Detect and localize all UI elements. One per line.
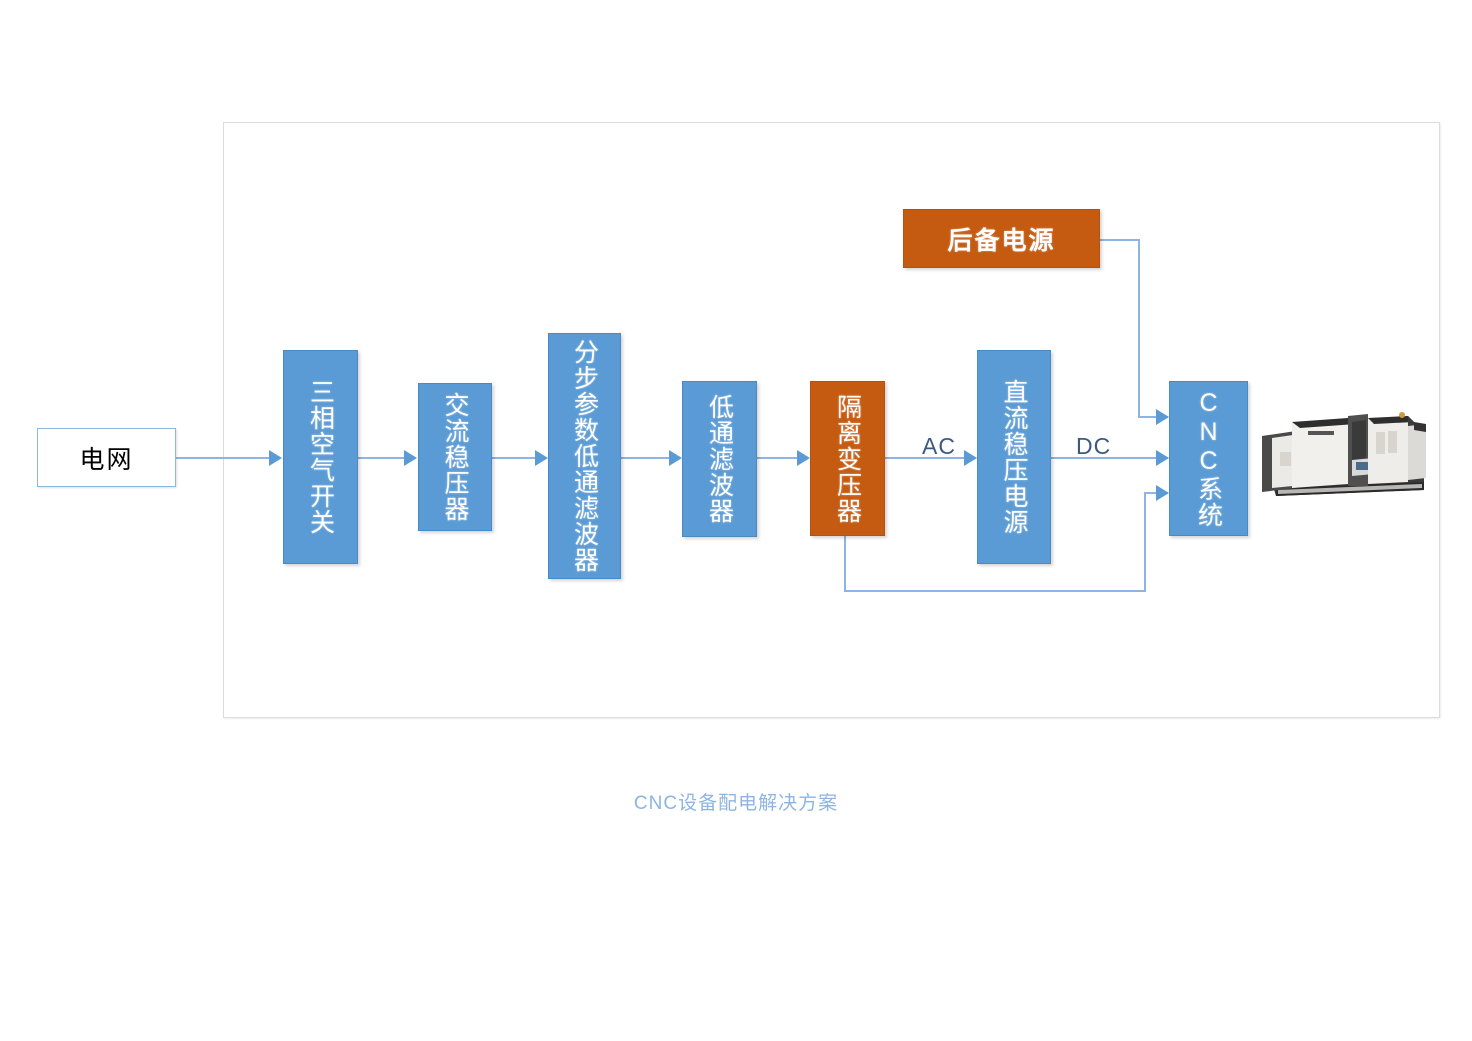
arrow-isotrans-to-dcsupply — [964, 450, 977, 466]
diagram-caption: CNC设备配电解决方案 — [633, 793, 839, 814]
arrow-dcsupply-to-cnc — [1156, 450, 1169, 466]
arrow-stepfilter-to-lowpass — [669, 450, 682, 466]
connector-isotrans-to-dcsupply — [885, 457, 975, 459]
connector-stepfilter-to-lowpass — [620, 457, 672, 459]
node-iso-transformer[interactable]: 隔离变压器 — [810, 381, 885, 536]
arrow-bypass-to-cnc — [1156, 485, 1169, 501]
node-low-pass-filter[interactable]: 低通滤波器 — [682, 381, 757, 537]
connector-bypass-up — [1144, 492, 1146, 592]
node-ac-regulator[interactable]: 交流稳压器 — [418, 383, 492, 531]
cnc-machine-photo — [1256, 398, 1432, 510]
node-low-pass-filter-label: 低通滤波器 — [705, 394, 734, 524]
connector-backup-to-cnc — [1138, 416, 1168, 418]
node-step-filter-label: 分步参数低通滤波器 — [570, 339, 599, 573]
edge-label-dc: DC — [1076, 433, 1112, 459]
node-backup-power-label: 后备电源 — [947, 226, 1056, 255]
connector-bypass-horizontal-bottom — [844, 590, 1146, 592]
connector-lowpass-to-isotrans — [757, 457, 807, 459]
node-dc-supply[interactable]: 直流稳压电源 — [977, 350, 1051, 564]
node-backup-power[interactable]: 后备电源 — [903, 209, 1100, 268]
arrow-grid-to-breaker — [269, 450, 282, 466]
arrow-backup-to-cnc — [1156, 409, 1169, 425]
arrow-lowpass-to-isotrans — [797, 450, 810, 466]
node-cnc-system-label: CNC系统 — [1194, 389, 1223, 528]
connector-breaker-to-acreg — [358, 457, 406, 459]
connector-bypass-down — [844, 535, 846, 592]
connector-grid-to-breaker — [175, 457, 271, 459]
node-step-filter[interactable]: 分步参数低通滤波器 — [548, 333, 621, 579]
arrow-acreg-to-stepfilter — [535, 450, 548, 466]
node-grid-label: 电网 — [79, 445, 134, 474]
node-dc-supply-label: 直流稳压电源 — [1000, 379, 1028, 535]
node-cnc-system[interactable]: CNC系统 — [1169, 381, 1248, 536]
node-grid[interactable]: 电网 — [37, 428, 176, 487]
connector-backup-vertical — [1138, 239, 1140, 418]
connector-backup-horizontal-top — [1100, 239, 1140, 241]
connector-dcsupply-to-cnc — [1051, 457, 1168, 459]
node-ac-regulator-label: 交流稳压器 — [441, 392, 469, 522]
node-iso-transformer-label: 隔离变压器 — [833, 393, 862, 524]
edge-label-ac: AC — [922, 433, 956, 459]
node-breaker[interactable]: 三相空气开关 — [283, 350, 358, 564]
arrow-breaker-to-acreg — [404, 450, 417, 466]
connector-acreg-to-stepfilter — [492, 457, 538, 459]
node-breaker-label: 三相空气开关 — [306, 379, 335, 535]
